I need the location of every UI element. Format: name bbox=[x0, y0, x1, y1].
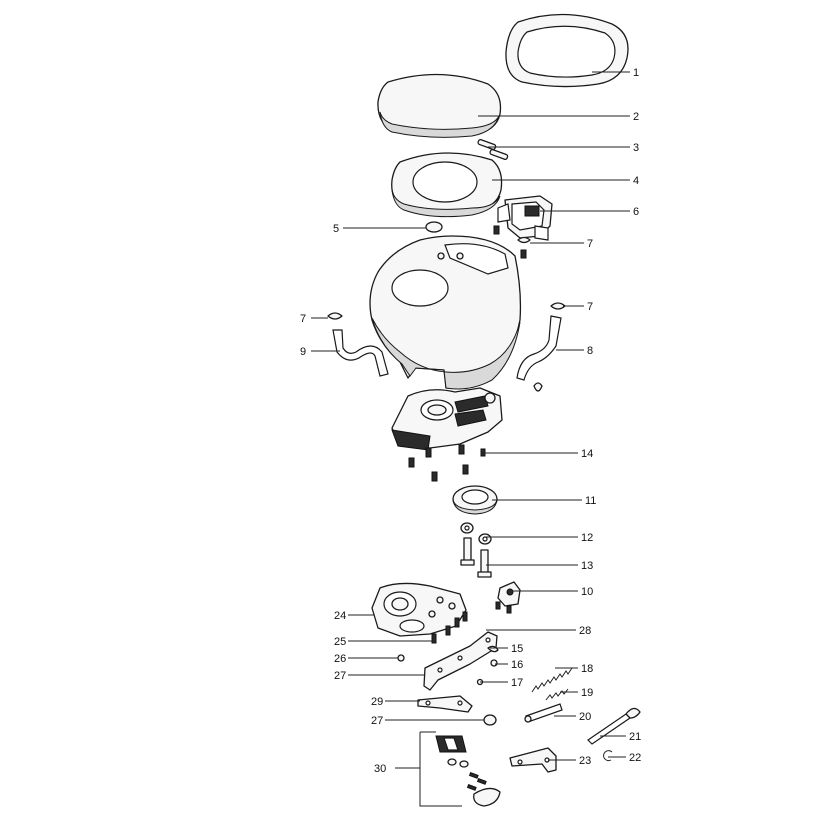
part-kit-washer-2 bbox=[459, 760, 469, 768]
callout-13: 13 bbox=[581, 560, 593, 572]
callout-8: 8 bbox=[587, 345, 593, 357]
part-housing-screw-1 bbox=[431, 633, 437, 644]
callout-17: 17 bbox=[511, 677, 523, 689]
callout-labels: 1 2 3 4 5 6 7 7 7 8 9 10 11 12 13 14 15 … bbox=[300, 67, 641, 775]
part-bracket bbox=[423, 631, 498, 691]
part-nut-right bbox=[478, 533, 492, 545]
callout-10: 10 bbox=[581, 586, 593, 598]
callout-7-left: 7 bbox=[300, 313, 306, 325]
callout-18: 18 bbox=[581, 663, 593, 675]
part-lid-cover bbox=[505, 13, 629, 88]
callout-3: 1 bbox=[633, 67, 639, 79]
part-hose-right bbox=[516, 315, 562, 392]
part-clip-right bbox=[550, 302, 566, 310]
part-valve-screw-right bbox=[520, 249, 527, 259]
part-valve-screw-left bbox=[493, 225, 500, 235]
part-base-screw-4 bbox=[458, 444, 465, 455]
part-base-screw-5 bbox=[462, 464, 469, 475]
callout-22: 22 bbox=[629, 752, 641, 764]
part-bowl-housing bbox=[369, 235, 522, 390]
callout-6: 6 bbox=[633, 206, 639, 218]
part-nut-left bbox=[460, 522, 474, 534]
callout-27-lower: 27 bbox=[371, 715, 383, 727]
callout-7-right: 7 bbox=[587, 301, 593, 313]
callout-5: 5 bbox=[333, 223, 339, 235]
part-base-screw-1 bbox=[408, 457, 415, 468]
part-clip-left bbox=[327, 312, 343, 320]
callout-4: 3 bbox=[633, 142, 639, 154]
part-kit-screw-2 bbox=[476, 778, 487, 785]
part-clip-upper bbox=[517, 236, 531, 244]
callout-16: 16 bbox=[511, 659, 523, 671]
part-plug bbox=[425, 221, 443, 233]
part-kit-screw-3 bbox=[466, 784, 477, 791]
part-kit-bracket bbox=[419, 731, 462, 807]
callout-2: 4 bbox=[633, 175, 639, 187]
callout-30: 30 bbox=[374, 763, 386, 775]
part-bolt-left bbox=[460, 537, 475, 566]
callout-23: 23 bbox=[579, 755, 591, 767]
part-mechanism-housing bbox=[371, 582, 467, 637]
callout-24: 24 bbox=[334, 610, 346, 622]
callout-19: 19 bbox=[581, 687, 593, 699]
callout-27-upper: 27 bbox=[334, 670, 346, 682]
leader-lines bbox=[311, 71, 630, 769]
part-flush-mechanism bbox=[391, 387, 503, 451]
part-valve-assembly bbox=[497, 195, 553, 241]
part-lever-rod bbox=[524, 703, 563, 723]
part-bolt-right bbox=[477, 549, 492, 578]
part-spring-long bbox=[531, 667, 573, 693]
part-base-screw-2 bbox=[425, 447, 432, 458]
callout-21: 21 bbox=[629, 731, 641, 743]
part-hose-left bbox=[332, 329, 389, 377]
part-small-ring bbox=[397, 654, 405, 662]
part-seat bbox=[391, 152, 503, 218]
part-kit-washer-1 bbox=[447, 758, 457, 766]
part-kit-screw-1 bbox=[468, 772, 479, 779]
callout-15: 15 bbox=[511, 643, 523, 655]
part-kit-cap bbox=[473, 787, 501, 807]
part-c-clip bbox=[603, 750, 613, 762]
callout-1: 2 bbox=[633, 111, 639, 123]
callout-20: 20 bbox=[579, 711, 591, 723]
part-valve-piece bbox=[495, 581, 521, 614]
part-housing-screw-3 bbox=[454, 617, 460, 628]
part-housing-screw-4 bbox=[462, 611, 468, 622]
part-bushing bbox=[483, 714, 497, 726]
callout-29: 29 bbox=[371, 696, 383, 708]
part-base-screw-3 bbox=[431, 471, 438, 482]
part-seal-ring bbox=[452, 485, 498, 515]
part-hook-rod bbox=[587, 707, 641, 745]
callout-12: 12 bbox=[581, 532, 593, 544]
part-link-arm bbox=[417, 695, 473, 713]
part-kit-pad bbox=[435, 735, 467, 753]
callout-26: 26 bbox=[334, 653, 346, 665]
part-housing-screw-2 bbox=[445, 625, 451, 636]
callout-25: 25 bbox=[334, 636, 346, 648]
part-pedal-lever bbox=[509, 747, 557, 773]
callout-28: 28 bbox=[579, 625, 591, 637]
callout-9: 9 bbox=[300, 346, 306, 358]
callout-7-upper: 7 bbox=[587, 238, 593, 250]
callout-14: 14 bbox=[581, 448, 593, 460]
callout-11: 11 bbox=[585, 495, 596, 507]
part-lid bbox=[377, 73, 502, 138]
part-small-washer bbox=[490, 659, 498, 667]
part-spring-short bbox=[545, 688, 569, 701]
